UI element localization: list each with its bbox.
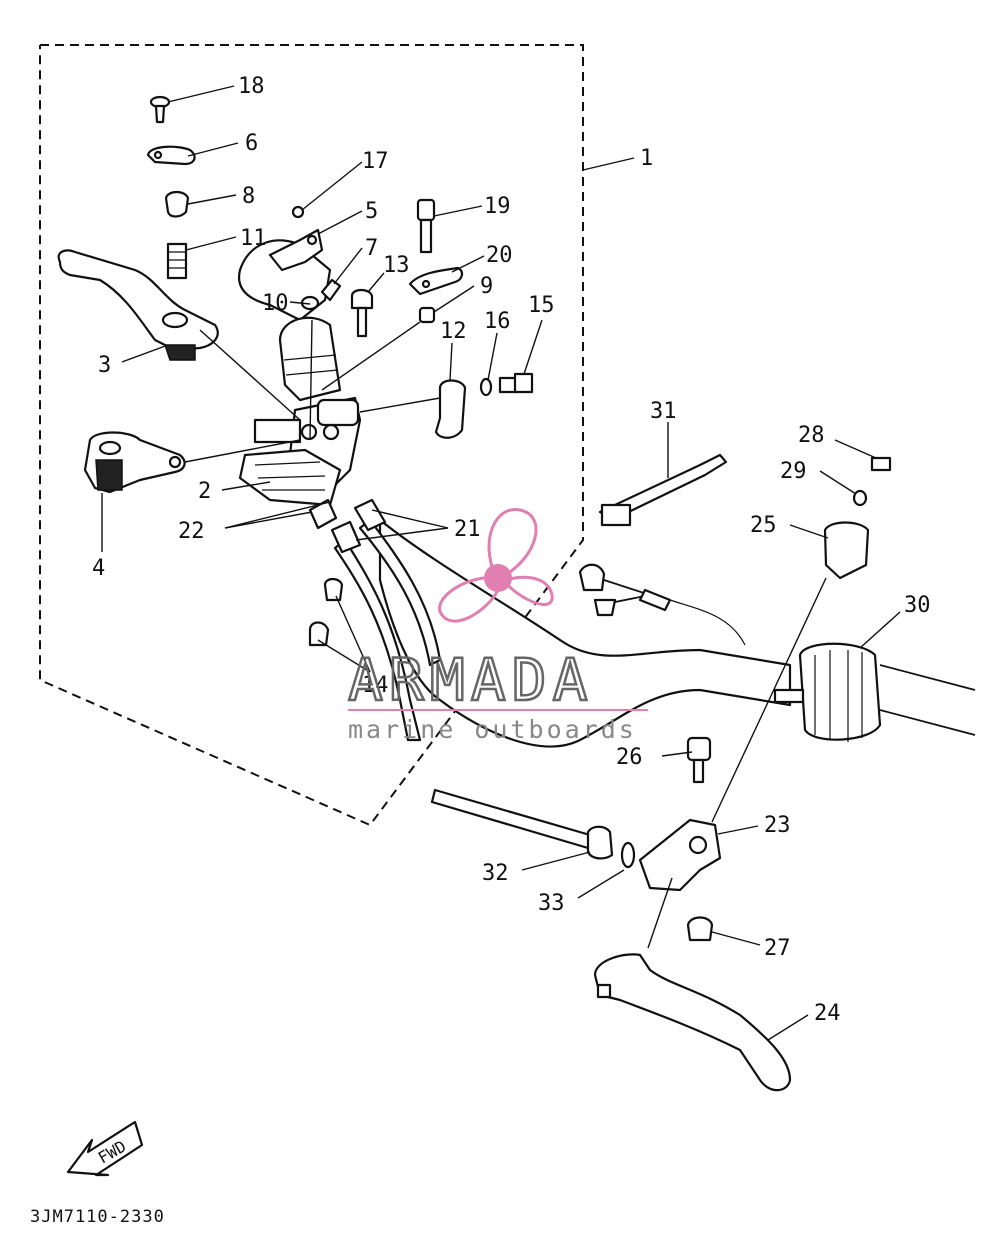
- brake-lever: [57, 249, 219, 361]
- clutch-lever-assembly: [430, 453, 892, 1092]
- callout-12: 12: [440, 319, 467, 344]
- callout-11: 11: [240, 226, 267, 251]
- callout-1: 1: [640, 146, 653, 171]
- callout-19: 19: [484, 194, 511, 219]
- callout-13: 13: [383, 253, 410, 278]
- watermark-brand: ARMADA: [348, 646, 594, 714]
- callout-26: 26: [616, 745, 643, 770]
- callout-17: 17: [362, 149, 389, 174]
- watermark-tagline: marine outboards: [348, 715, 637, 744]
- callout-6: 6: [245, 131, 258, 156]
- callout-30: 30: [904, 593, 931, 618]
- callout-2: 2: [198, 479, 211, 504]
- callout-5: 5: [365, 199, 378, 224]
- master-cylinder: [237, 239, 362, 507]
- callout-8: 8: [242, 184, 255, 209]
- fwd-arrow: FWD: [66, 1120, 144, 1177]
- callout-20: 20: [486, 243, 513, 268]
- callout-7: 7: [365, 236, 378, 261]
- callout-23: 23: [764, 813, 791, 838]
- watermark: ARMADA marine outboards: [347, 508, 648, 744]
- brake-switch: [83, 431, 186, 494]
- callout-10: 10: [262, 291, 289, 316]
- callout-18: 18: [238, 74, 265, 99]
- callout-4: 4: [92, 556, 105, 581]
- small-parts: [146, 95, 534, 439]
- callout-3: 3: [98, 353, 111, 378]
- callout-labels: 1 2 3 4 5 6 7 8 9 10 11 12 13 14 15 16 1…: [92, 74, 931, 1026]
- brake-hoses: [308, 498, 442, 742]
- callout-9: 9: [480, 274, 493, 299]
- leader-lines: [101, 85, 901, 1041]
- callout-32: 32: [482, 861, 509, 886]
- callout-33: 33: [538, 891, 565, 916]
- throttle-grip: [773, 642, 882, 742]
- propeller-hub: [484, 564, 512, 592]
- propeller-logo: [438, 508, 554, 623]
- drawing-code: 3JM7110-2330: [30, 1207, 165, 1227]
- callout-15: 15: [528, 293, 555, 318]
- callout-31: 31: [650, 399, 677, 424]
- callout-14: 14: [362, 673, 389, 698]
- callout-29: 29: [780, 459, 807, 484]
- callout-16: 16: [484, 309, 511, 334]
- callout-25: 25: [750, 513, 777, 538]
- handlebar: [378, 518, 976, 748]
- callout-21: 21: [454, 517, 481, 542]
- callout-28: 28: [798, 423, 825, 448]
- callout-24: 24: [814, 1001, 841, 1026]
- callout-27: 27: [764, 936, 791, 961]
- callout-22: 22: [178, 519, 205, 544]
